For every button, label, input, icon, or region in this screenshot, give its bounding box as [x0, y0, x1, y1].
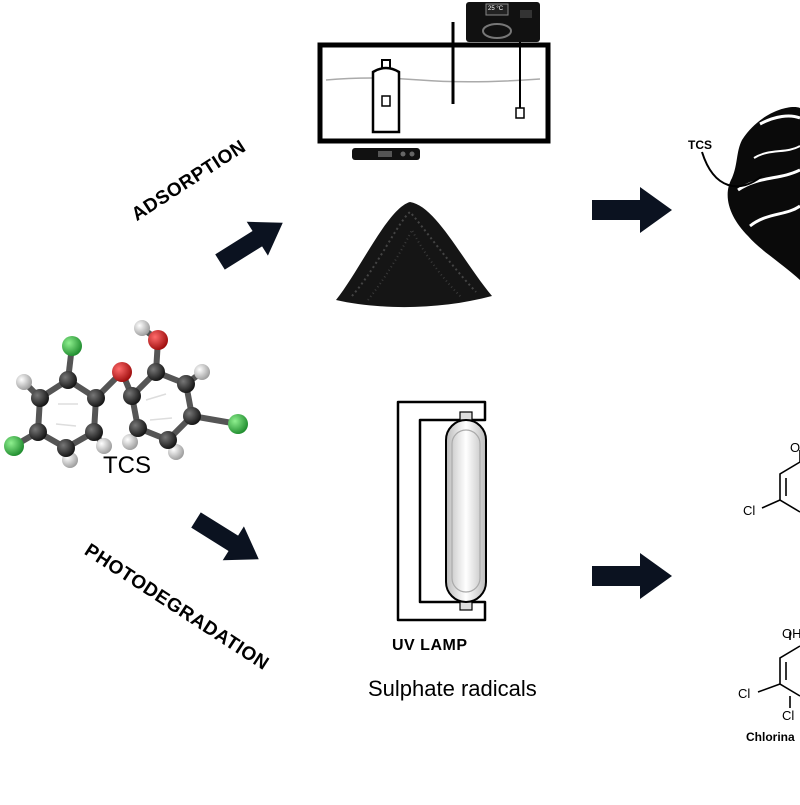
cl-label-bottom: Cl [782, 708, 795, 723]
control-panel [352, 148, 420, 160]
uv-lamp [396, 400, 487, 622]
adsorbent-surface [701, 107, 800, 280]
shaker-bath [317, 2, 551, 160]
o-label-top: O [790, 440, 800, 455]
arrow-to-adsorption [215, 221, 283, 270]
cl-label-top: Cl [743, 503, 756, 518]
thermometer-device [466, 2, 540, 42]
product-structure-1 [761, 450, 800, 513]
tcs-molecule [4, 320, 248, 468]
sulphate-radicals-label: Sulphate radicals [368, 676, 537, 701]
thermometer-display: 25 °C [488, 6, 504, 12]
oh-label-bottom: OH [782, 626, 800, 641]
adsorbent-pile [336, 202, 492, 308]
product-structure-2 [757, 632, 800, 708]
chlorinated-label: Chlorina [746, 730, 795, 744]
cl-label-bottom-left: Cl [738, 686, 751, 701]
tcs-adsorbed-label: TCS [688, 138, 712, 152]
tcs-label: TCS [103, 452, 151, 479]
arrow-adsorption-result [592, 187, 672, 233]
arrow-to-photodegradation [191, 512, 259, 561]
uv-lamp-label: UV LAMP [392, 637, 468, 654]
flask [371, 59, 401, 134]
arrow-photodegradation-result [592, 553, 672, 599]
